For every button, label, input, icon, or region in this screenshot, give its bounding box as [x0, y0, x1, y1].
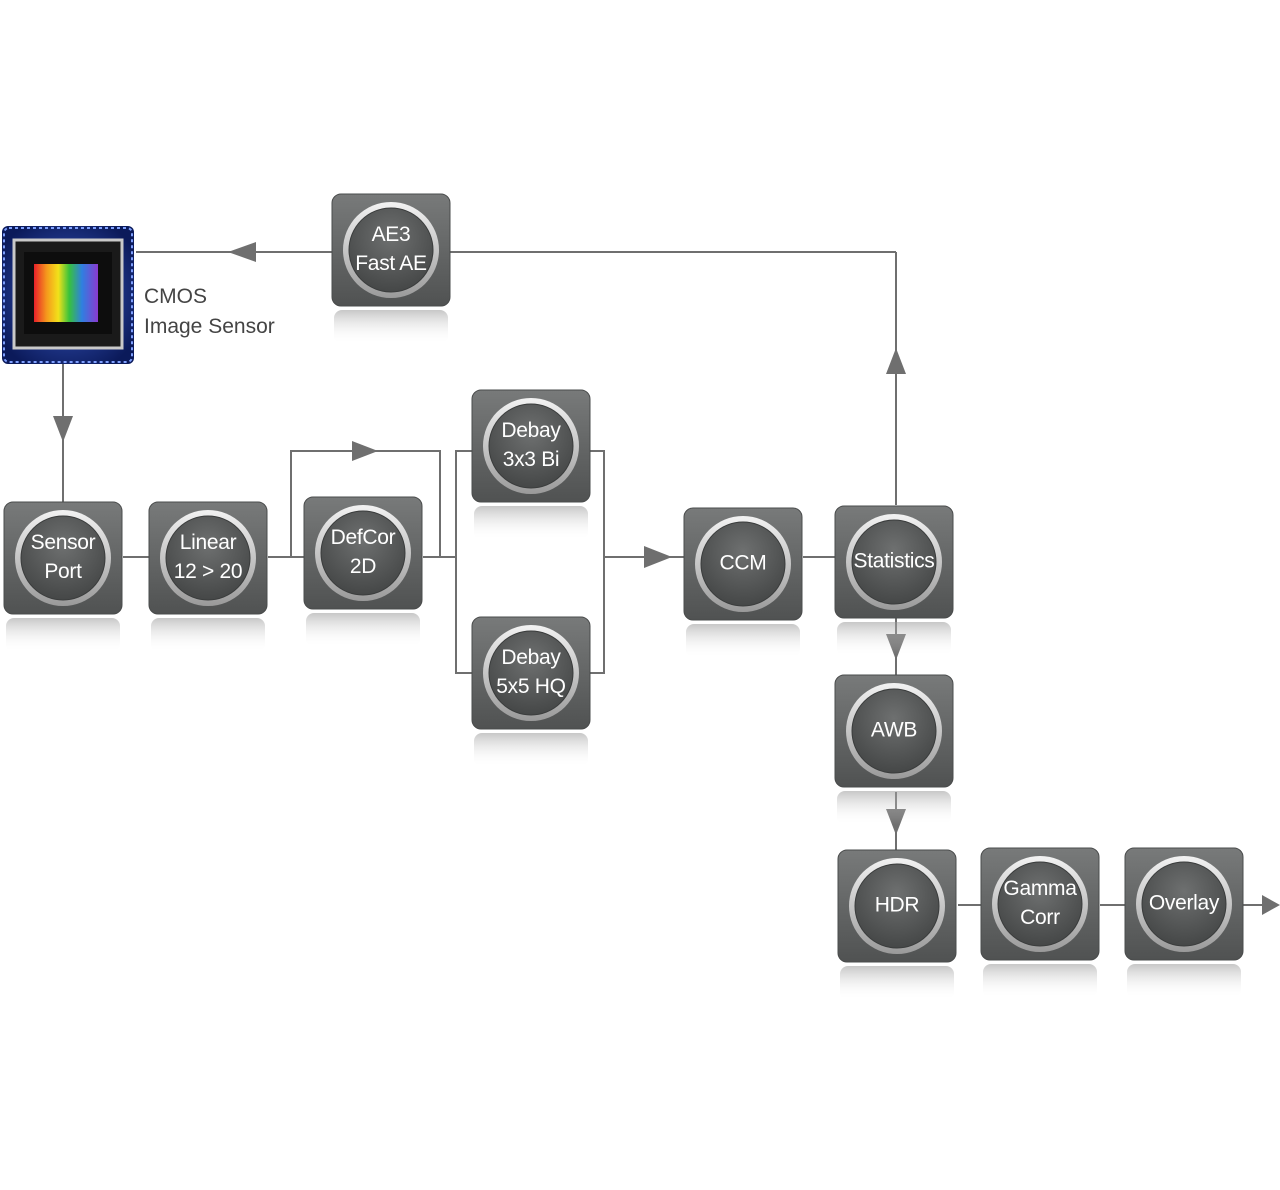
block-core — [851, 688, 937, 774]
block-reflection — [983, 964, 1097, 998]
block-label: Port — [44, 560, 82, 583]
block-label: 2D — [350, 555, 376, 578]
block-core — [488, 630, 574, 716]
block-label: 3x3 Bi — [503, 448, 560, 471]
arrow-right-out — [1262, 895, 1280, 915]
block-defcor: DefCor 2D — [303, 496, 423, 647]
block-core — [700, 521, 786, 607]
block-reflection — [837, 791, 951, 825]
block-label: CCM — [720, 552, 767, 575]
conn-split-bottom — [455, 557, 472, 674]
block-debay5: Debay 5x5 HQ — [471, 616, 591, 767]
sensor-caption: CMOS Image Sensor — [144, 282, 275, 342]
block-linear: Linear 12 > 20 — [148, 501, 268, 652]
block-label: 5x5 HQ — [496, 675, 565, 698]
block-label: Fast AE — [355, 252, 427, 275]
block-hdr: HDR — [837, 849, 957, 1000]
block-overlay: Overlay — [1124, 847, 1244, 998]
block-label: Debay — [501, 646, 561, 669]
block-awb: AWB — [834, 674, 954, 825]
block-label: 12 > 20 — [174, 560, 243, 583]
block-label: Linear — [180, 531, 237, 554]
block-core — [851, 519, 937, 605]
block-label: Corr — [1020, 906, 1060, 929]
block-label: AE3 — [372, 223, 411, 246]
conn-split-top — [455, 450, 472, 557]
block-label: DefCor — [331, 526, 396, 549]
cmos-sensor-icon — [2, 226, 134, 364]
block-reflection — [334, 310, 448, 344]
block-core — [854, 863, 940, 949]
block-label: Sensor — [31, 531, 96, 554]
block-label: Statistics — [853, 550, 934, 573]
block-reflection — [837, 622, 951, 656]
block-core — [348, 207, 434, 293]
block-reflection — [474, 506, 588, 540]
block-core — [1141, 861, 1227, 947]
conn-merge-bottom — [590, 557, 605, 674]
block-label: Overlay — [1149, 892, 1220, 915]
block-reflection — [474, 733, 588, 767]
block-label: HDR — [875, 894, 920, 917]
block-core — [165, 515, 251, 601]
block-label: AWB — [871, 719, 917, 742]
conn-merge-top — [590, 450, 605, 557]
block-core — [320, 510, 406, 596]
arrow-left-to-sensor — [228, 242, 256, 262]
block-reflection — [686, 624, 800, 658]
sensor-caption-line2: Image Sensor — [144, 315, 275, 338]
block-core — [997, 861, 1083, 947]
block-ccm: CCM — [683, 507, 803, 658]
arrow-down-to-port — [53, 416, 73, 442]
block-core — [20, 515, 106, 601]
block-debay3: Debay 3x3 Bi — [471, 389, 591, 540]
arrow-up-to-ae3 — [886, 348, 906, 374]
arrow-right-to-ccm — [644, 546, 672, 568]
block-reflection — [306, 613, 420, 647]
sensor-caption-line1: CMOS — [144, 285, 207, 308]
block-reflection — [1127, 964, 1241, 998]
block-label: Debay — [501, 419, 561, 442]
block-statistics: Statistics — [834, 505, 954, 656]
block-core — [488, 403, 574, 489]
block-label: Gamma — [1003, 877, 1077, 900]
arrow-right-bypass — [352, 441, 378, 461]
block-reflection — [840, 966, 954, 1000]
block-reflection — [151, 618, 265, 652]
block-reflection — [6, 618, 120, 652]
